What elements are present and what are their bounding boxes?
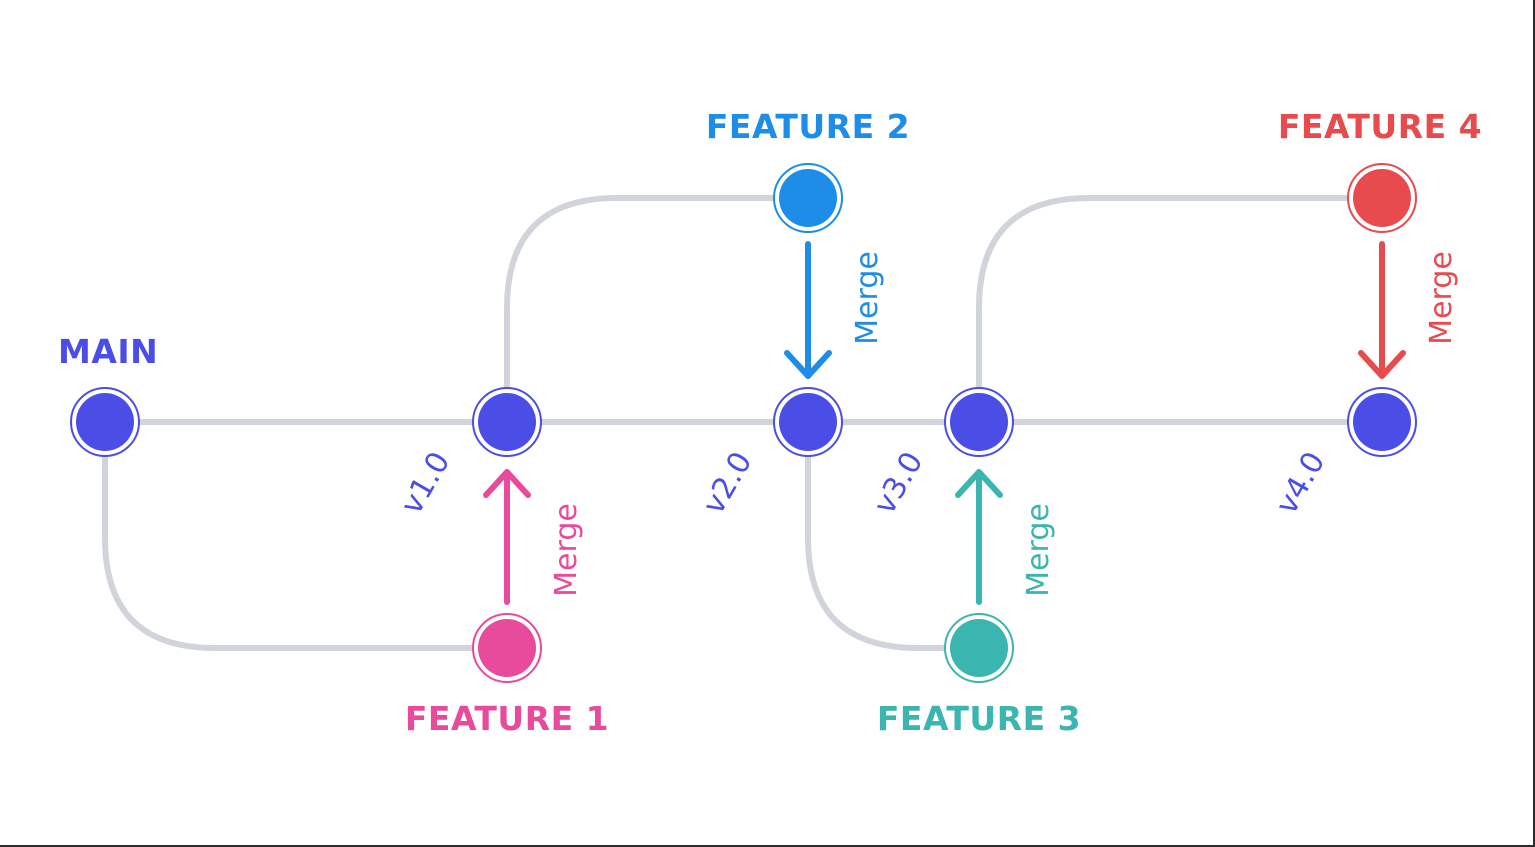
merge-label-feature2: Merge (850, 251, 885, 345)
version-label-v2: v2.0 (696, 446, 759, 520)
feature3-branch-label: FEATURE 3 (877, 699, 1081, 738)
feature1-track (102, 419, 510, 651)
v3-node (944, 387, 1014, 457)
merge-arrows (483, 241, 1406, 605)
merge-arrow-feature1 (483, 469, 531, 605)
feature4-track (976, 195, 1385, 425)
merge-label-feature1: Merge (549, 503, 584, 597)
version-label-v4: v4.0 (1269, 446, 1332, 520)
feature1-node (472, 613, 542, 683)
v4-node (1347, 387, 1417, 457)
feature4-node (1347, 163, 1417, 233)
merge-label-feature4: Merge (1424, 251, 1459, 345)
v2-node (773, 387, 843, 457)
main-start-node (70, 387, 140, 457)
feature3-track (805, 419, 982, 651)
merge-label-feature3: Merge (1021, 503, 1056, 597)
main-branch-label: MAIN (58, 332, 158, 371)
feature4-branch-label: FEATURE 4 (1278, 107, 1482, 146)
v1-node (472, 387, 542, 457)
merge-arrow-feature4 (1358, 241, 1406, 379)
commit-nodes (70, 163, 1417, 683)
version-label-v3: v3.0 (867, 446, 930, 520)
feature2-track (504, 195, 811, 425)
branch-tracks (102, 195, 1385, 651)
merge-arrow-feature3 (955, 469, 1003, 605)
version-label-v1: v1.0 (394, 446, 457, 520)
feature3-node (944, 613, 1014, 683)
feature1-branch-label: FEATURE 1 (405, 699, 609, 738)
feature2-node (773, 163, 843, 233)
merge-arrow-feature2 (784, 241, 832, 379)
feature2-branch-label: FEATURE 2 (706, 107, 910, 146)
